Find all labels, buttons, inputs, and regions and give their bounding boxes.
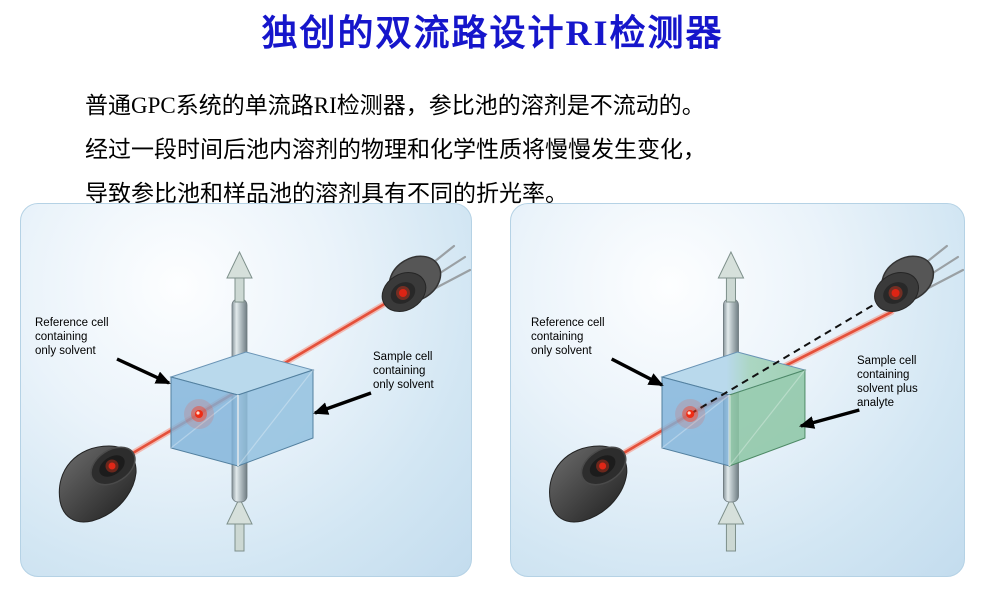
undeviated-beam-path [689,289,900,415]
optical-diagram-with-analyte [549,244,964,552]
flow-arrow-bottom [717,496,745,552]
diagram-panel-with-analyte: Reference cell containing only solvent S… [510,203,965,577]
beam-focus-glow [184,399,214,429]
flow-cell [169,351,315,467]
reference-cell-label: Reference cell containing only solvent [35,317,109,358]
paragraph-line-2: 经过一段时间后池内溶剂的物理和化学性质将慢慢发生变化， [85,137,706,162]
sample-label-arrow [798,408,860,429]
body-paragraph: 普通GPC系统的单流路RI检测器，参比池的溶剂是不流动的。 经过一段时间后池内溶… [85,84,945,216]
flow-cell [660,351,807,467]
flow-arrow-top [717,250,745,303]
diagram-panel-solvent-only: Reference cell containing only solvent S… [20,203,472,577]
sample-cell-label: Sample cell containing only solvent [373,351,434,392]
beam-focus-glow [675,399,706,429]
paragraph-line-1: 普通GPC系统的单流路RI检测器，参比池的溶剂是不流动的。 [85,93,705,118]
flow-arrow-top [226,250,253,303]
sample-label-arrow [313,391,372,415]
slide-title: 独创的双流路设计RI检测器 [261,13,724,53]
optical-diagram-solvent-only [58,244,471,552]
reference-cell-label: Reference cell containing only solvent [531,317,605,358]
detector [381,244,471,312]
light-source-emitter [108,462,116,470]
reference-label-arrow [116,357,171,385]
light-source-emitter [599,462,607,470]
detector-sensor-dot [399,289,407,297]
flow-arrow-bottom [226,496,253,552]
detector [874,244,964,312]
light-source [58,445,137,523]
sample-cell-label: Sample cell containing solvent plus anal… [857,355,918,410]
paragraph-line-3: 导致参比池和样品池的溶剂具有不同的折光率。 [85,181,568,206]
light-source [549,445,628,523]
reference-label-arrow [610,357,664,387]
detector-sensor-dot [891,289,900,297]
